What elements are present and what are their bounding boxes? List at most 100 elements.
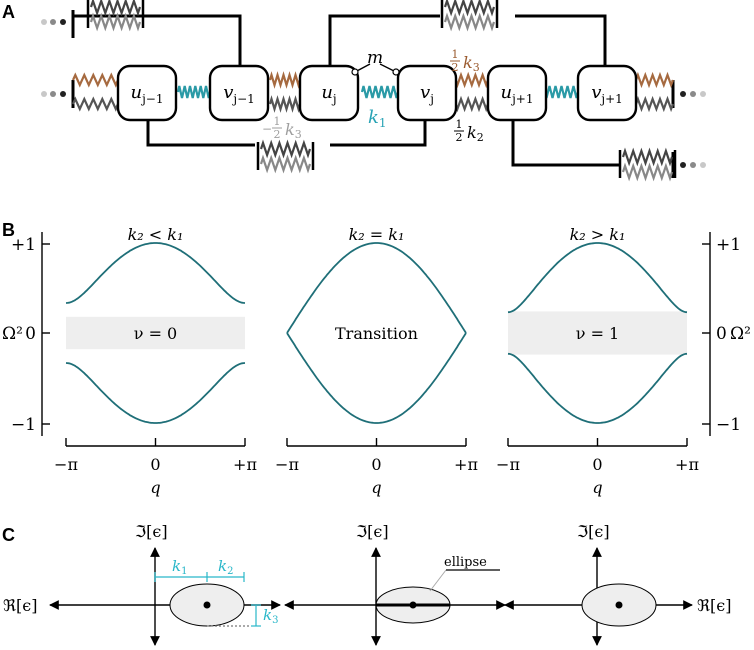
dots-left-mid xyxy=(41,91,66,97)
band-curve-2-1 xyxy=(507,352,688,424)
x-tick-1-2: +π xyxy=(454,455,478,474)
orange-spring-1 xyxy=(268,71,302,89)
mass-4: uj+1 xyxy=(486,64,548,122)
dots-right-mid xyxy=(680,91,706,97)
im-label-2: ℑ[ϵ] xyxy=(356,522,389,541)
panel-c: C ℑ[ϵ] ℜ[ϵ] k1 k2 k3 xyxy=(2,522,731,646)
svg-text:−: − xyxy=(262,122,272,136)
wire-top-mid xyxy=(328,14,440,66)
x-axis-label-2: q xyxy=(592,478,602,497)
x-axis-label-1: q xyxy=(371,478,381,497)
k3-pos-label: 1 2 k3 xyxy=(450,48,480,74)
complex-plane-1: ℑ[ϵ] ℜ[ϵ] k1 k2 k3 xyxy=(3,522,281,646)
damper-top-right xyxy=(440,0,499,32)
plot-title-1: k₂ = k₁ xyxy=(349,225,405,244)
y-tick-left-minus1: −1 xyxy=(11,415,36,435)
y-tick-right-minus1: −1 xyxy=(716,415,741,435)
damper-bot-mid xyxy=(256,139,315,174)
band-curve-1-1 xyxy=(286,332,467,424)
damper-bot-right xyxy=(618,147,677,182)
plot-title-0: k₂ < k₁ xyxy=(128,225,184,244)
y-tick-right-0: 0 xyxy=(716,324,727,344)
complex-plane-3: ℑ[ϵ] ℜ[ϵ] xyxy=(504,522,731,646)
svg-text:2: 2 xyxy=(274,128,281,141)
masses: uj−1 vj−1 uj vj uj+1 vj+1 xyxy=(116,64,638,122)
damper-bot-mid-coil1 xyxy=(259,139,312,159)
y-tick-left-0: 0 xyxy=(25,324,36,344)
y-axis-right: +1 0 −1 Ω² xyxy=(702,232,751,436)
white-spring-0 xyxy=(72,96,120,112)
teal-spring-2 xyxy=(540,85,580,99)
white-spring-1 xyxy=(268,95,302,113)
wire-bot-left xyxy=(146,120,255,147)
mass-label-4: uj+1 xyxy=(500,82,533,106)
x-tick-0-0: −π xyxy=(54,455,78,474)
mass-1: vj−1 xyxy=(208,64,270,122)
damper-top-right-coil2 xyxy=(443,12,496,32)
k1-label: k1 xyxy=(368,107,387,130)
x-tick-1-0: −π xyxy=(275,455,299,474)
svg-text:2: 2 xyxy=(456,131,463,144)
damper-top-left-coil2 xyxy=(89,12,142,32)
ellipse-label: ellipse xyxy=(444,555,487,570)
orange-spring-3 xyxy=(634,71,675,89)
svg-text:1: 1 xyxy=(452,48,459,61)
band-label-1: Transition xyxy=(335,324,418,343)
band-curve-0-1 xyxy=(65,362,246,424)
svg-text:1: 1 xyxy=(456,118,463,131)
re-label-3: ℜ[ϵ] xyxy=(697,596,731,615)
plot-title-2: k₂ > k₁ xyxy=(570,225,626,244)
x-axis-label-0: q xyxy=(150,478,160,497)
mass-label: m xyxy=(367,48,383,68)
teal-spring-0 xyxy=(176,85,212,99)
dots-right-bot xyxy=(680,162,706,168)
band-curve-0-0 xyxy=(65,242,246,304)
damper-bot-right-coil1 xyxy=(621,147,674,167)
svg-text:k2: k2 xyxy=(467,123,484,144)
mass-2: uj xyxy=(298,64,360,122)
svg-text:k3: k3 xyxy=(463,53,480,74)
wire-bot-right xyxy=(511,120,620,167)
white-spring-3 xyxy=(634,95,675,113)
x-tick-2-0: −π xyxy=(496,455,520,474)
band-label-2: ν = 1 xyxy=(576,324,619,343)
y-tick-right-plus1: +1 xyxy=(716,235,741,255)
mass-label-0: uj−1 xyxy=(130,82,163,106)
y-axis-left: +1 0 −1 Ω² xyxy=(2,232,50,436)
gap-band-0 xyxy=(66,316,245,350)
y-axis-label-right: Ω² xyxy=(730,324,751,344)
x-tick-2-1: 0 xyxy=(592,455,602,474)
re-label-1: ℜ[ϵ] xyxy=(3,596,37,615)
damper-top-right-coil1 xyxy=(443,0,496,17)
k3-annot: k3 xyxy=(263,606,278,626)
damper-top-left-coil1 xyxy=(89,0,142,17)
white-spring-2 xyxy=(450,95,490,113)
wire-top-right xyxy=(515,14,607,66)
k2-annot: k2 xyxy=(218,557,233,577)
dispersion-plots: k₂ < k₁ ν = 0 −π 0 +π q k₂ = k₁ Transition −π 0 +π… xyxy=(54,225,699,497)
mass-3: vj xyxy=(396,64,458,122)
x-tick-0-2: +π xyxy=(233,455,257,474)
k2-label: 1 2 k2 xyxy=(454,118,484,144)
panel-a-label: A xyxy=(2,2,15,22)
wire-top-left xyxy=(73,14,242,66)
k1-annot: k1 xyxy=(172,557,187,577)
y-axis-label-left: Ω² xyxy=(2,324,23,344)
band-curve-2-0 xyxy=(507,242,688,314)
mass-label-1: vj−1 xyxy=(223,82,255,106)
damper-top-left xyxy=(86,0,145,32)
svg-text:k3: k3 xyxy=(285,120,302,141)
y-tick-left-plus1: +1 xyxy=(11,235,36,255)
svg-text:1: 1 xyxy=(274,115,281,128)
mass-label-3: vj xyxy=(420,82,434,106)
band-label-0: ν = 0 xyxy=(134,324,177,343)
dispersion-plot-0: k₂ < k₁ ν = 0 −π 0 +π q xyxy=(54,225,257,497)
complex-plane-2: ellipse ℑ[ϵ] xyxy=(284,522,506,646)
x-tick-0-1: 0 xyxy=(150,455,160,474)
mass-label-5: vj+1 xyxy=(591,82,623,106)
dots-left-top xyxy=(41,19,66,25)
